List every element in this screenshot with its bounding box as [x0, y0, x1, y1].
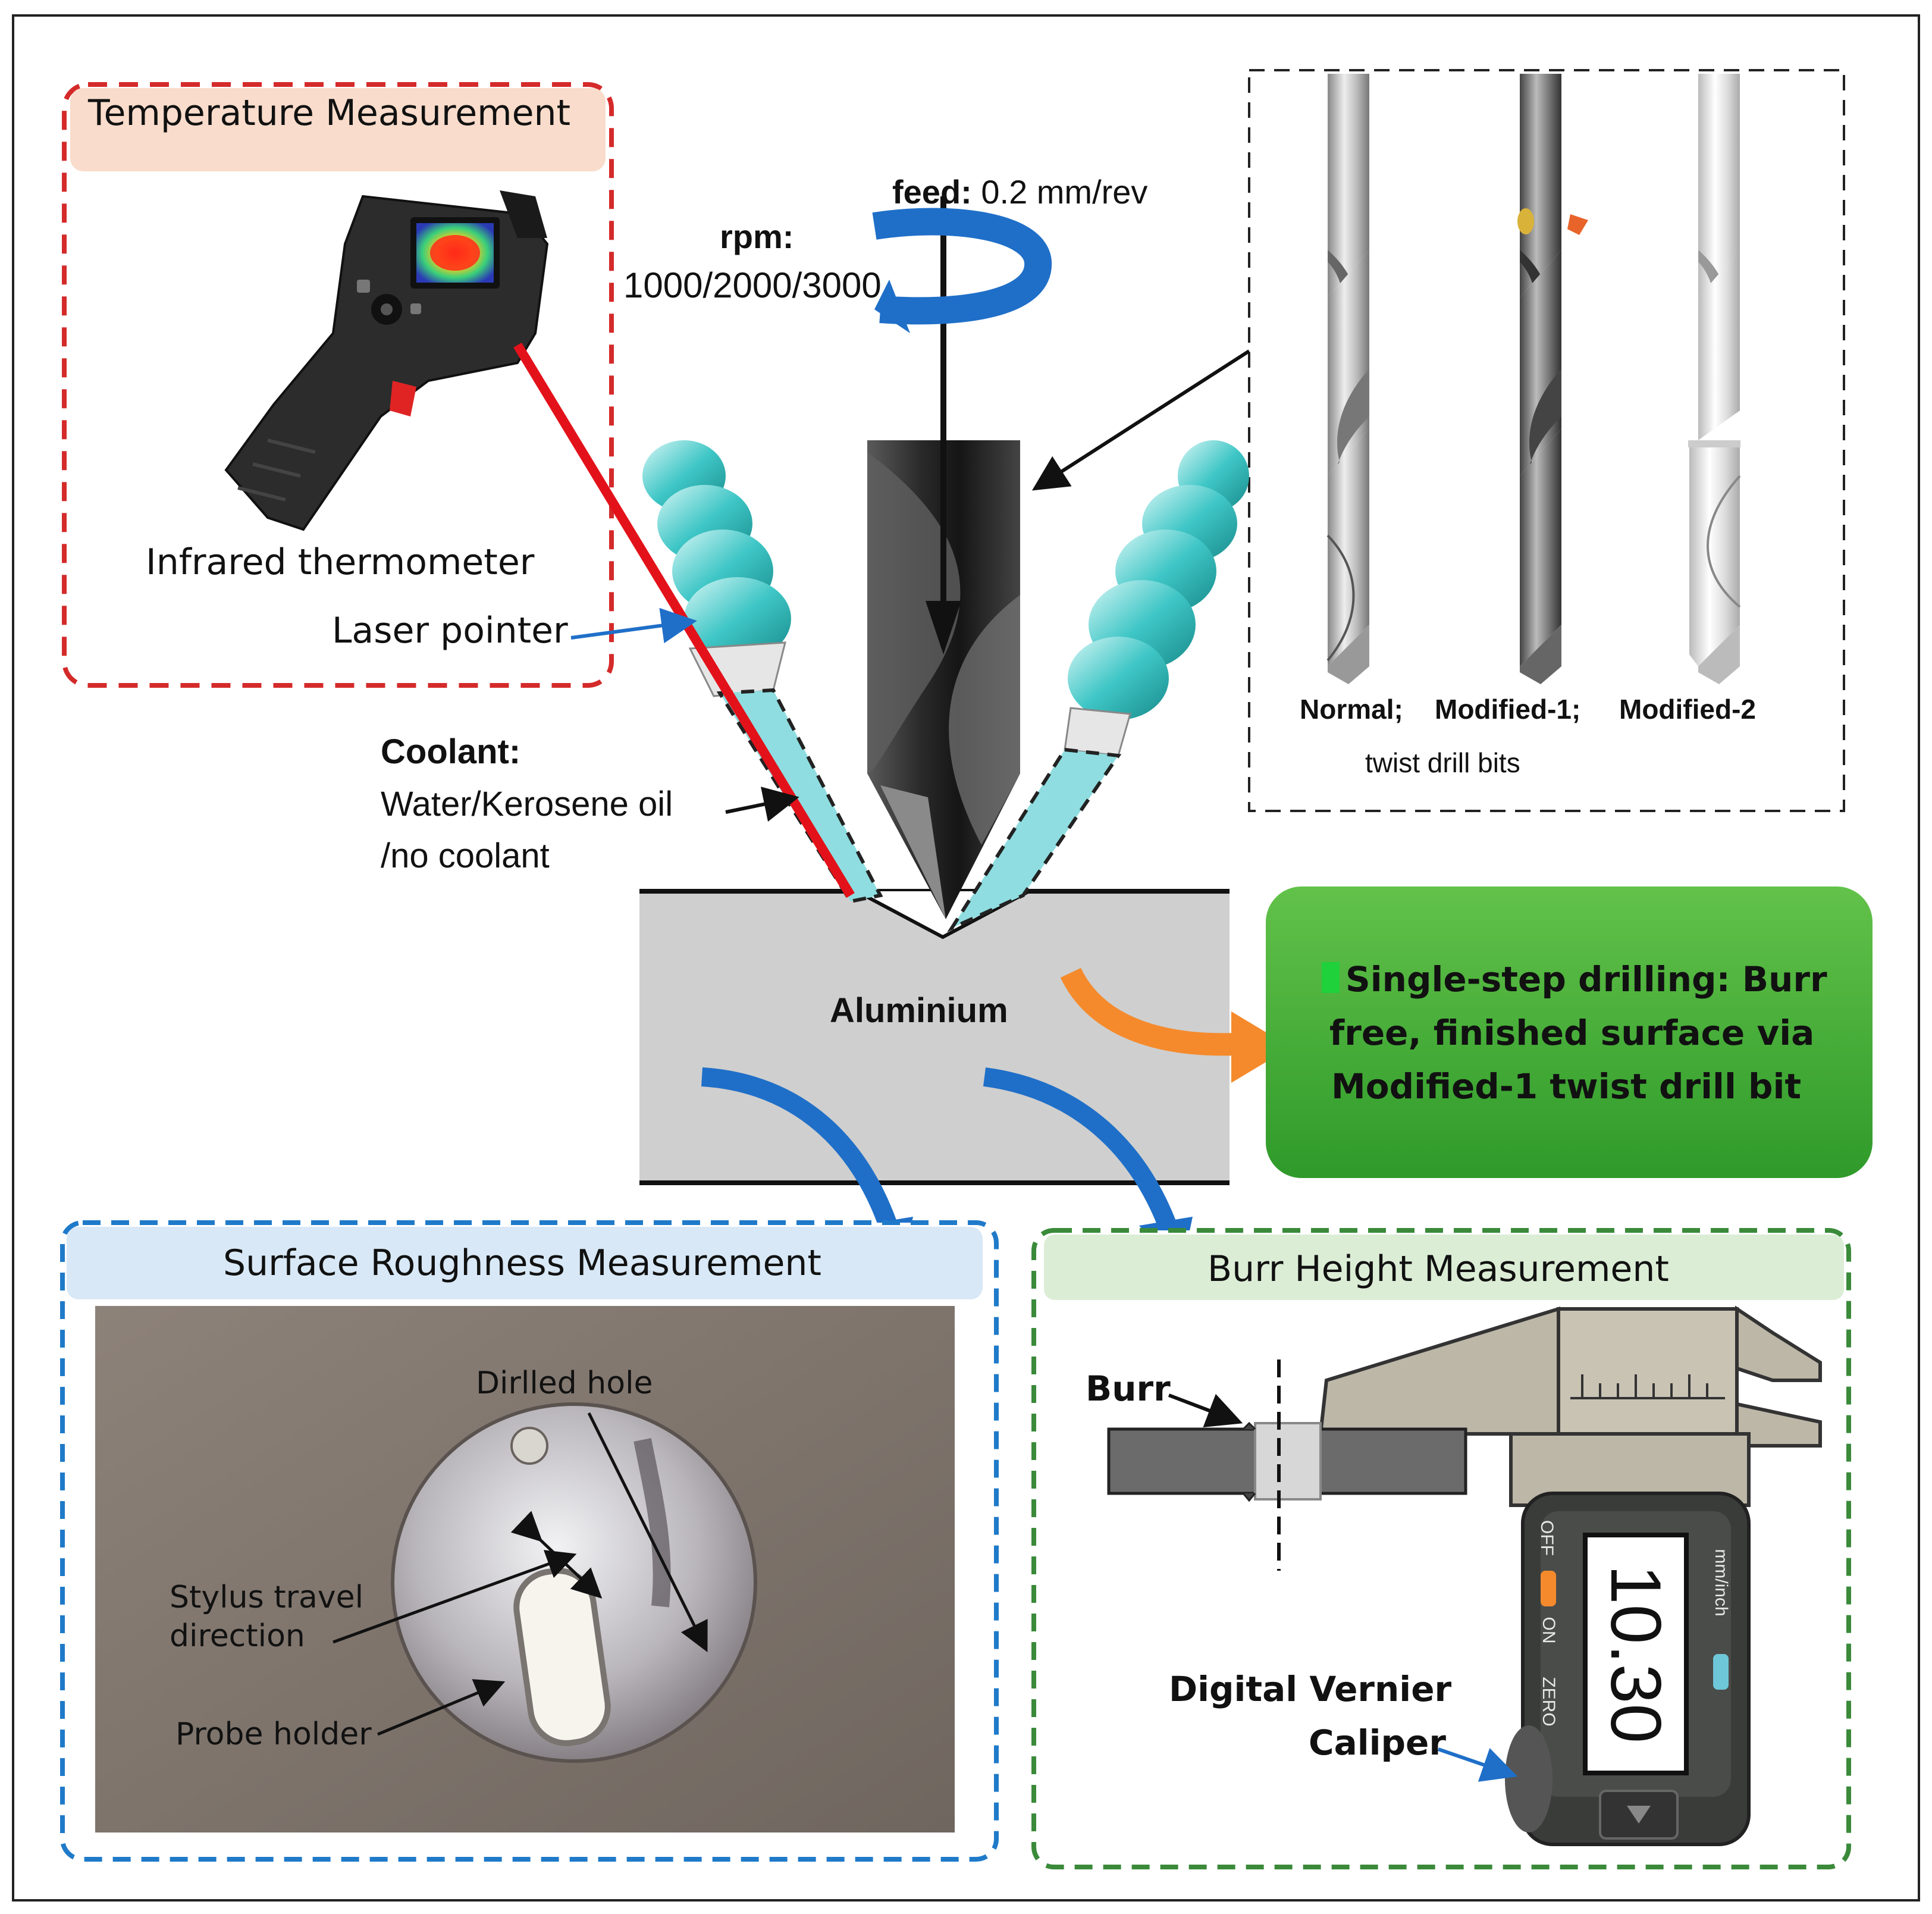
- result-line-1: Single-step drilling: Burr: [1346, 959, 1827, 1000]
- outer-frame: [12, 14, 1920, 1902]
- hole-pointer: [587, 1412, 708, 1652]
- rpm-values: 1000/2000/3000: [623, 265, 882, 305]
- caliper-off-label: OFF: [1537, 1520, 1557, 1556]
- caliper-pointer: [1438, 1747, 1518, 1782]
- probe-holder-label: Probe holder: [175, 1716, 372, 1752]
- caliper-unit-button: mm/inch: [1711, 1549, 1731, 1617]
- infrared-thermometer-label: Infrared thermometer: [146, 541, 535, 583]
- result-bullet-marker: [1322, 962, 1340, 993]
- drill-bit-normal-label: Normal;: [1300, 694, 1403, 725]
- caliper-display-value: 10.30: [1596, 1564, 1676, 1744]
- laser-pointer-arrow: [570, 607, 697, 644]
- coolant-arrow: [725, 787, 799, 822]
- feed-label-text: feed:: [892, 173, 972, 211]
- laser-pointer-label: Laser pointer: [332, 610, 568, 651]
- stylus-label-line1: Stylus travel: [170, 1580, 364, 1615]
- normal-drill-bit: [1326, 74, 1369, 684]
- result-line-3: Modified-1 twist drill bit: [1331, 1066, 1802, 1107]
- right-coolant-nozzle: [947, 440, 1249, 932]
- digital-vernier-caliper: [1318, 1305, 1822, 1846]
- result-arrow: [1060, 967, 1291, 1083]
- drill-bits-caption: twist drill bits: [1365, 747, 1520, 778]
- aluminium-label: Aluminium: [830, 991, 1008, 1030]
- drilled-hole-label: Dirlled hole: [476, 1365, 653, 1401]
- feed-label: feed: 0.2 mm/rev: [892, 173, 1147, 211]
- caliper-zero-button: ZERO: [1539, 1677, 1558, 1727]
- caliper-on-label: ON: [1539, 1617, 1558, 1644]
- drill-bit-modified-1-label: Modified-1;: [1435, 694, 1581, 725]
- result-line-2: free, finished surface via: [1329, 1013, 1815, 1053]
- rotation-arrow-icon: [872, 208, 1052, 333]
- burr-label: Burr: [1086, 1368, 1171, 1409]
- bits-pointer-arrow: [1031, 349, 1250, 491]
- stylus-direction-arrow: [510, 1511, 603, 1599]
- modified-1-drill-bit: [1517, 74, 1588, 684]
- probe-pointer: [377, 1679, 506, 1736]
- modified-2-drill-bit: [1688, 74, 1741, 684]
- feed-arrow: [926, 196, 961, 654]
- stylus-label-line2: direction: [170, 1618, 305, 1654]
- burr-panel-title: Burr Height Measurement: [1208, 1248, 1669, 1290]
- coolant-line2: /no coolant: [381, 837, 550, 875]
- infrared-thermometer-image: [224, 190, 549, 531]
- result-box: [1266, 886, 1873, 1178]
- twist-drill: [867, 440, 1020, 919]
- caliper-label-line2: Caliper: [1309, 1722, 1446, 1763]
- burr-workpiece-bar: [1107, 1359, 1467, 1571]
- coolant-label: Coolant:: [381, 732, 521, 771]
- coolant-line1: Water/Kerosene oil: [381, 785, 673, 823]
- temperature-panel-title: Temperature Measurement: [88, 92, 571, 134]
- drill-bit-modified-2-label: Modified-2: [1619, 694, 1756, 725]
- rpm-label: rpm:: [720, 218, 794, 255]
- left-coolant-nozzle: [642, 440, 883, 904]
- roughness-panel-title: Surface Roughness Measurement: [223, 1242, 821, 1284]
- caliper-label-line1: Digital Vernier: [1169, 1669, 1452, 1709]
- burr-pointer: [1168, 1393, 1243, 1427]
- feed-value-text: 0.2 mm/rev: [981, 173, 1148, 211]
